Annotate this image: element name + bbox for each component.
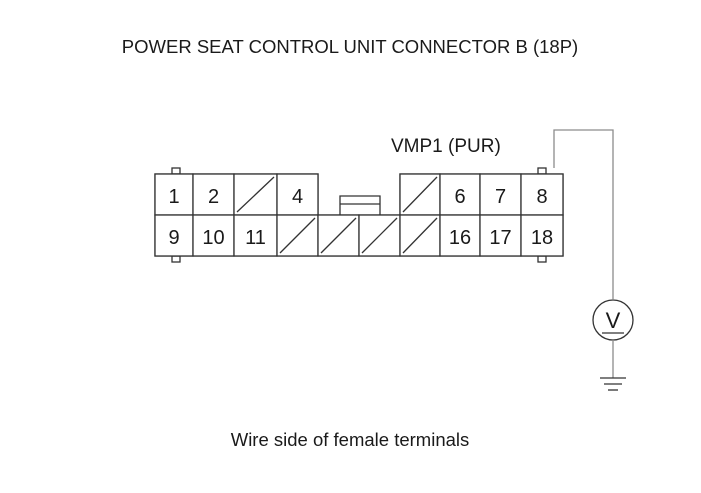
terminal-number: 2: [208, 186, 219, 208]
connector-peg-top-right: [537, 167, 547, 175]
connector-peg-bottom-left: [171, 255, 181, 263]
terminal-17: 17: [479, 214, 522, 257]
terminal-number: 10: [202, 227, 224, 249]
ground-icon: [600, 377, 626, 391]
terminal-cell: [439, 214, 481, 257]
terminal-number: 18: [531, 227, 553, 249]
probe-wire: [553, 129, 614, 299]
diagram-caption: Wire side of female terminals: [231, 429, 470, 450]
terminal-cell: [520, 214, 564, 257]
terminal-number: 11: [245, 227, 266, 249]
terminal-cell: [192, 214, 235, 257]
terminal-number: 16: [449, 227, 471, 249]
diagram-title: POWER SEAT CONTROL UNIT CONNECTOR B (18P…: [122, 36, 578, 57]
terminal-14: [358, 214, 401, 257]
terminal-18: 18: [520, 214, 564, 257]
terminal-11: 11: [233, 214, 278, 257]
terminal-8: 8: [520, 173, 564, 216]
terminal-5: [399, 173, 441, 216]
unused-terminal-slash: [402, 217, 438, 254]
unused-terminal-slash: [320, 217, 357, 254]
lock-tab-icon: [339, 195, 381, 215]
terminal-number: 6: [454, 186, 465, 208]
voltmeter-icon: V: [592, 299, 634, 341]
terminal-1: 1: [154, 173, 194, 216]
terminal-2: 2: [192, 173, 235, 216]
terminal-cell: [439, 173, 481, 216]
unused-terminal-slash: [279, 217, 316, 254]
terminal-number: 8: [536, 186, 547, 208]
terminal-number: 7: [495, 186, 506, 208]
terminal-15: [399, 214, 441, 257]
terminal-number: 4: [292, 186, 303, 208]
terminal-12: [276, 214, 319, 257]
wire-label: VMP1 (PUR): [391, 136, 501, 157]
terminal-cell: [233, 214, 278, 257]
connector-peg-bottom-right: [537, 255, 547, 263]
terminal-number: 9: [168, 227, 179, 249]
terminal-3: [233, 173, 278, 216]
terminal-cell: [520, 173, 564, 216]
unused-terminal-slash: [236, 176, 275, 213]
terminal-4: 4: [276, 173, 319, 216]
terminal-16: 16: [439, 214, 481, 257]
meter-symbol: V: [606, 308, 621, 333]
terminal-9: 9: [154, 214, 194, 257]
terminal-7: 7: [479, 173, 522, 216]
terminal-13: [317, 214, 360, 257]
unused-terminal-slash: [361, 217, 398, 254]
terminal-cells: 1 2 4 6 7 8 9 10 11 16 17 18: [154, 173, 564, 257]
unused-terminal-slash: [402, 176, 438, 213]
terminal-number: 1: [168, 186, 179, 208]
terminal-number: 17: [489, 227, 511, 249]
connector-peg-top-left: [171, 167, 181, 175]
terminal-cell: [479, 214, 522, 257]
terminal-6: 6: [439, 173, 481, 216]
terminal-10: 10: [192, 214, 235, 257]
